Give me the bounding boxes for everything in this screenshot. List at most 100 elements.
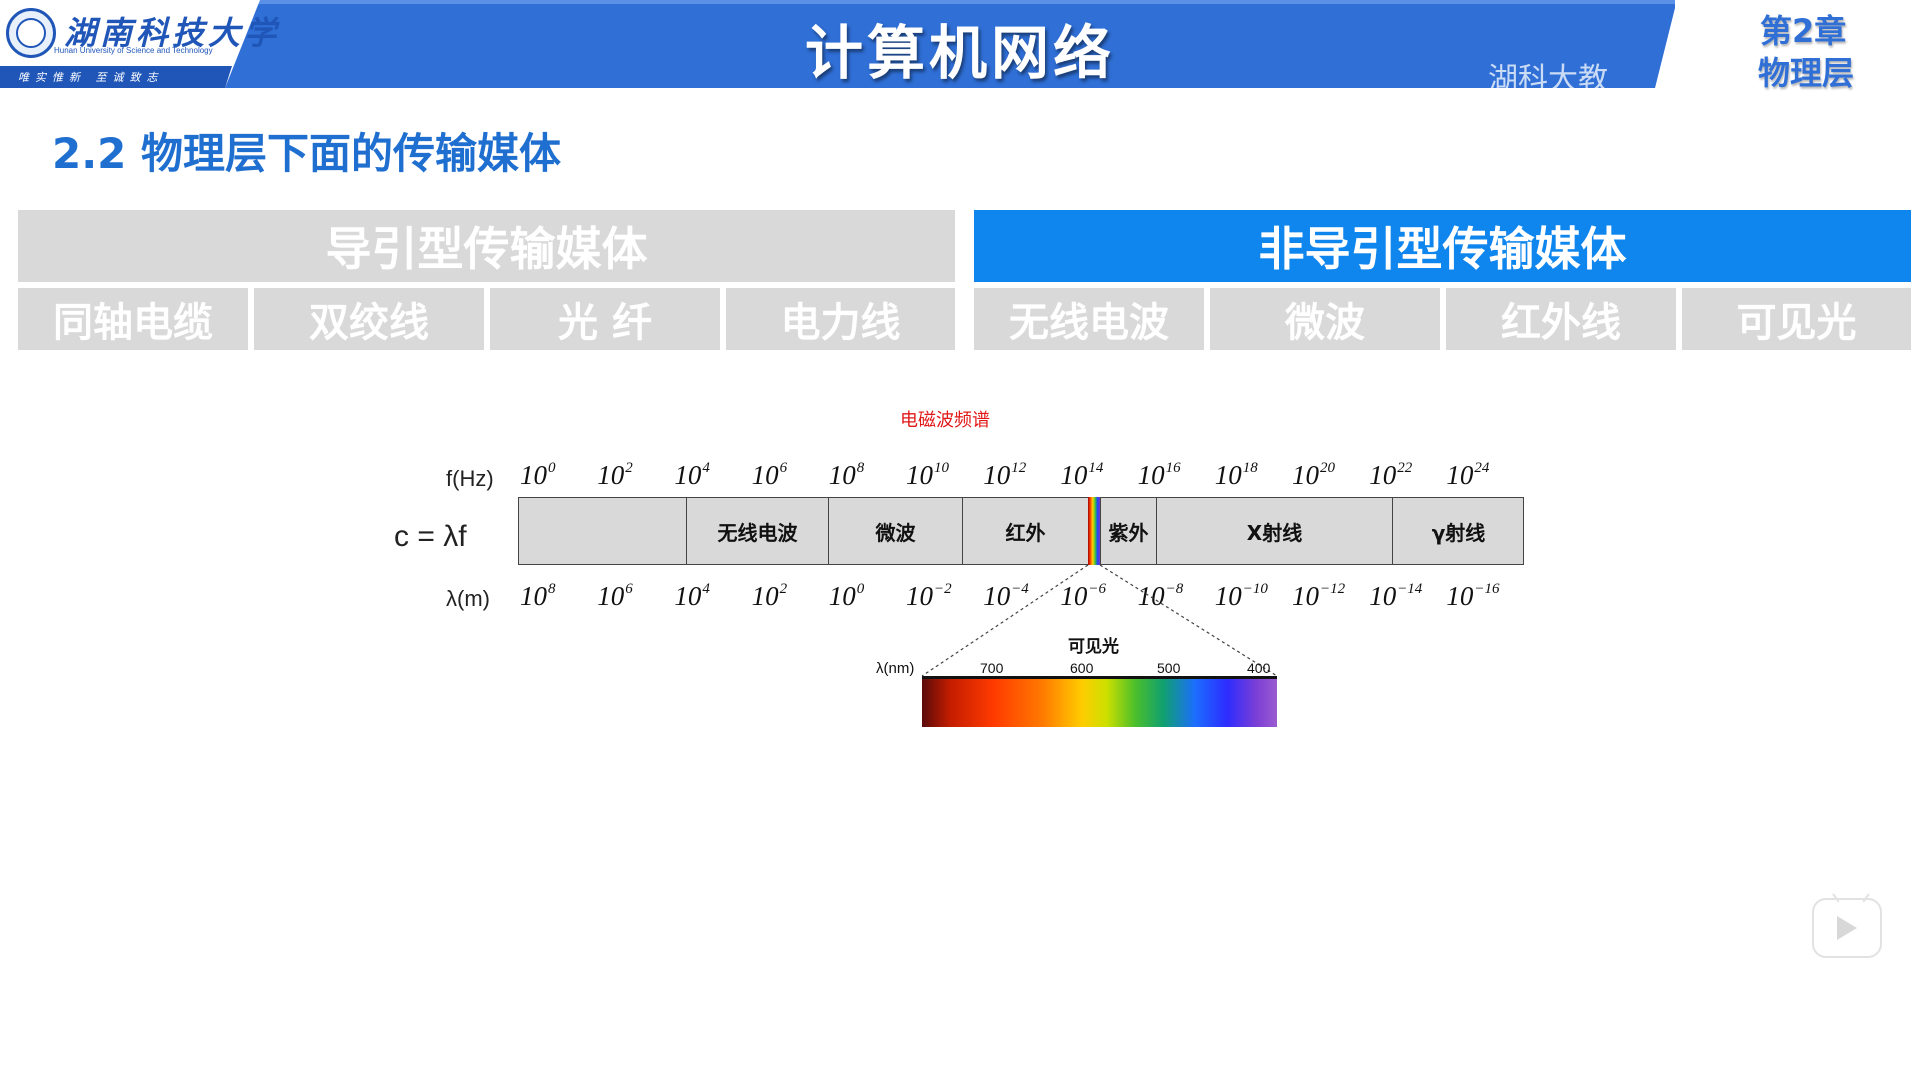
freq-tick-base: 10 [520, 460, 547, 490]
freq-tick-exponent: 20 [1320, 460, 1335, 476]
freq-tick-exponent: 0 [548, 460, 556, 476]
freq-tick-2: 104 [674, 460, 710, 491]
chapter-box [1655, 0, 1920, 88]
wave-tick-exponent: −4 [1011, 581, 1029, 597]
wave-tick-base: 10 [1137, 581, 1165, 611]
university-motto: 唯实惟新 至诚致志 [18, 71, 164, 84]
band-infrared: 红外 [962, 497, 1088, 565]
nm-tick-600: 600 [1070, 660, 1094, 676]
wave-tick-11: 10−14 [1369, 581, 1422, 612]
freq-tick-4: 108 [829, 460, 865, 491]
freq-tick-6: 1012 [983, 460, 1026, 491]
nm-tick-400: 400 [1247, 660, 1271, 676]
freq-tick-exponent: 24 [1474, 460, 1490, 476]
wave-tick-10: 10−12 [1292, 581, 1345, 612]
wave-tick-exponent: 8 [548, 581, 556, 597]
nanometer-axis [922, 676, 1277, 679]
wave-tick-exponent: −8 [1165, 581, 1184, 597]
wave-tick-0: 108 [520, 581, 556, 612]
university-english-name: Hunan University of Science and Technolo… [54, 46, 213, 55]
watermark: 湖科大教 [1488, 62, 1608, 97]
visible-spectrum-gradient [922, 679, 1277, 727]
freq-tick-1: 102 [597, 460, 633, 491]
wave-tick-4: 100 [829, 581, 865, 612]
wave-tick-base: 10 [1446, 581, 1474, 611]
wave-tick-1: 106 [597, 581, 633, 612]
wave-tick-base: 10 [1369, 581, 1397, 611]
guided-media-header: 导引型传输媒体 [18, 210, 955, 282]
freq-tick-7: 1014 [1060, 460, 1103, 491]
freq-tick-base: 10 [1292, 460, 1319, 490]
unguided-media-radio: 无线电波 [974, 288, 1204, 350]
freq-tick-base: 10 [1214, 460, 1242, 490]
play-icon [1837, 916, 1857, 940]
freq-tick-5: 1010 [906, 460, 949, 491]
freq-tick-0: 100 [520, 460, 556, 491]
freq-tick-exponent: 8 [856, 460, 865, 476]
wave-tick-exponent: 4 [702, 581, 710, 597]
chapter-number: 第2章 [1760, 12, 1847, 50]
wave-tick-6: 10−4 [983, 581, 1029, 612]
guided-media-twisted-pair: 双绞线 [254, 288, 484, 350]
unguided-media-infrared: 红外线 [1446, 288, 1676, 350]
slide-header: 湖南科技大学 Hunan University of Science and T… [0, 0, 1920, 97]
wave-tick-exponent: −6 [1088, 581, 1107, 597]
wave-tick-exponent: −12 [1320, 581, 1346, 597]
unguided-media-header: 非导引型传输媒体 [974, 210, 1911, 282]
nm-tick-500: 500 [1157, 660, 1181, 676]
freq-tick-11: 1022 [1369, 460, 1412, 491]
wavelength-axis-label: λ(m) [446, 586, 490, 611]
freq-tick-10: 1020 [1292, 460, 1335, 491]
wave-formula: c = λf [394, 520, 467, 553]
play-button[interactable] [1812, 898, 1882, 958]
freq-tick-8: 1016 [1138, 460, 1181, 491]
university-emblem-icon [6, 8, 56, 58]
course-title: 计算机网络 [804, 19, 1115, 87]
nm-tick-700: 700 [980, 660, 1004, 676]
wave-tick-5: 10−2 [906, 581, 952, 612]
freq-tick-base: 10 [828, 460, 856, 490]
freq-tick-base: 10 [1446, 460, 1474, 490]
wave-tick-exponent: −16 [1474, 581, 1500, 597]
wave-tick-base: 10 [983, 581, 1011, 611]
wave-tick-exponent: −2 [934, 581, 952, 597]
wave-tick-3: 102 [752, 581, 788, 612]
wave-tick-9: 10−10 [1215, 581, 1268, 612]
wave-tick-exponent: −14 [1397, 581, 1423, 597]
university-name: 湖南科技大学 [64, 14, 281, 52]
spectrum-band-box [518, 497, 1524, 565]
freq-tick-exponent: 18 [1242, 460, 1258, 476]
freq-tick-exponent: 12 [1011, 460, 1027, 476]
band-ultraviolet: 紫外 [1100, 497, 1156, 565]
band-gamma: γ射线 [1392, 497, 1524, 565]
freq-tick-exponent: 16 [1165, 460, 1181, 476]
freq-tick-base: 10 [751, 460, 779, 490]
wave-tick-exponent: 2 [779, 581, 788, 597]
band-radio: 无线电波 [686, 497, 828, 565]
band-xray: X射线 [1156, 497, 1392, 565]
visible-light-label: 可见光 [1068, 637, 1119, 657]
freq-tick-base: 10 [906, 460, 933, 490]
freq-tick-exponent: 4 [702, 460, 710, 476]
header-band-shine [225, 0, 1675, 4]
freq-tick-base: 10 [674, 460, 702, 490]
freq-tick-exponent: 14 [1088, 460, 1104, 476]
freq-tick-12: 1024 [1446, 460, 1489, 491]
freq-tick-base: 10 [1060, 460, 1088, 490]
section-title: 2.2 物理层下面的传输媒体 [52, 129, 562, 178]
wave-tick-base: 10 [597, 581, 625, 611]
frequency-axis-label: f(Hz) [446, 466, 494, 491]
band-visible-strip [1088, 497, 1100, 565]
freq-tick-3: 106 [752, 460, 788, 491]
wave-tick-base: 10 [828, 581, 856, 611]
wave-tick-base: 10 [751, 581, 779, 611]
spectrum-title: 电磁波频谱 [900, 410, 990, 431]
guided-media-power-line: 电力线 [726, 288, 955, 350]
unguided-media-microwave: 微波 [1210, 288, 1440, 350]
freq-tick-9: 1018 [1215, 460, 1258, 491]
freq-tick-base: 10 [1369, 460, 1397, 490]
wave-tick-exponent: 6 [625, 581, 633, 597]
freq-tick-exponent: 2 [625, 460, 633, 476]
wave-tick-base: 10 [674, 581, 702, 611]
chapter-topic: 物理层 [1758, 54, 1855, 92]
